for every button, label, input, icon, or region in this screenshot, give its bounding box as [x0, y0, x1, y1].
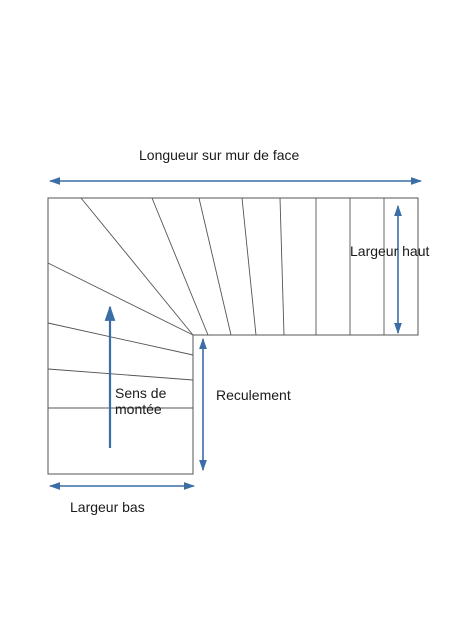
- winder-tread: [151, 197, 209, 336]
- direction-label-line2: montée: [115, 401, 162, 417]
- upper-tread: [198, 197, 232, 336]
- upper-tread: [279, 197, 285, 336]
- lower-tread: [47, 322, 194, 356]
- lower-width-label: Largeur bas: [70, 499, 145, 515]
- winder-tread: [47, 262, 194, 336]
- lower-tread: [47, 368, 194, 381]
- top-length-label: Longueur sur mur de face: [139, 147, 300, 163]
- lower-treads: [47, 322, 194, 409]
- upper-treads: [198, 197, 385, 336]
- upper-tread: [241, 197, 257, 336]
- staircase-outline: [47, 197, 419, 475]
- direction-label-line1: Sens de: [115, 385, 167, 401]
- winder-treads: [47, 197, 209, 336]
- upper-width-label: Largeur haut: [350, 243, 430, 259]
- winder-tread: [80, 197, 194, 336]
- setback-label: Reculement: [216, 387, 291, 403]
